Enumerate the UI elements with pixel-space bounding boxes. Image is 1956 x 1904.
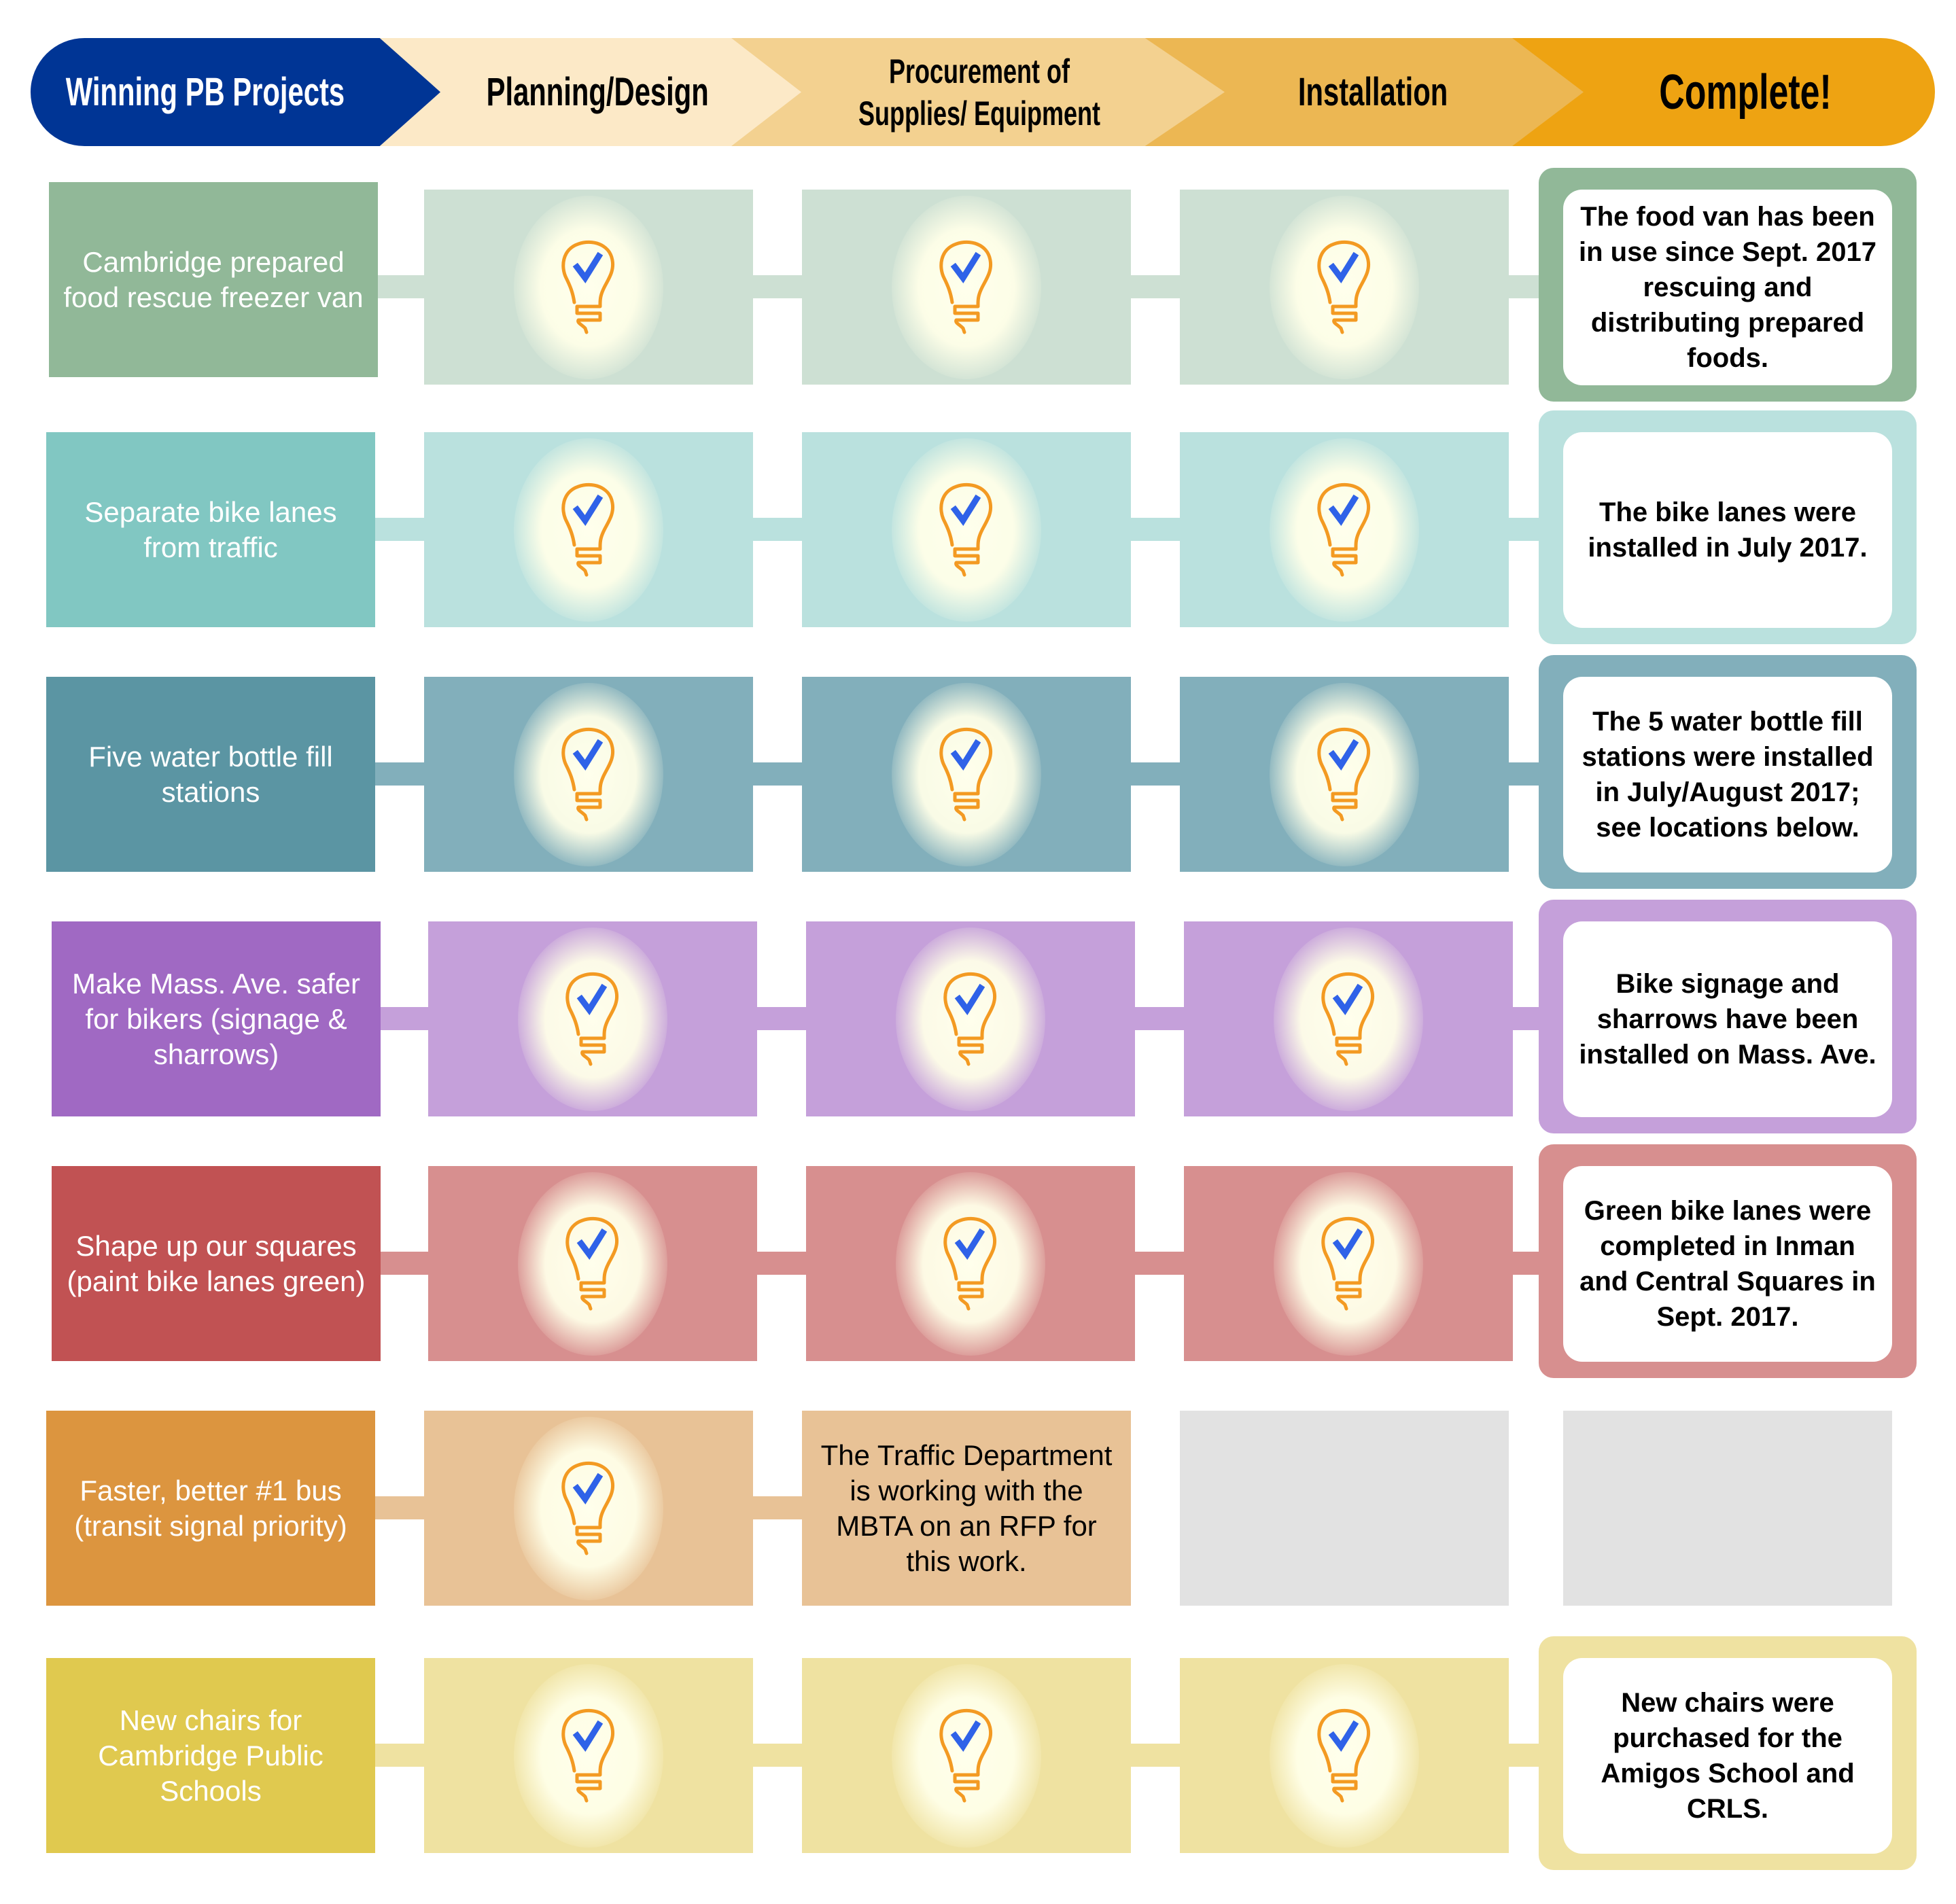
lightbulb-check-icon bbox=[1314, 727, 1375, 822]
complete-status-text: The food van has been in use since Sept.… bbox=[1579, 202, 1876, 373]
complete-card: New chairs were purchased for the Amigos… bbox=[1563, 1658, 1892, 1854]
lightbulb-check-icon bbox=[558, 1708, 619, 1803]
complete-card: The 5 water bottle fill stations were in… bbox=[1563, 677, 1892, 872]
stage-procurement-cell bbox=[806, 921, 1135, 1116]
project-name-box: Cambridge prepared food rescue freezer v… bbox=[49, 182, 378, 377]
stage-procurement-cell bbox=[802, 432, 1131, 627]
stage-planning-cell bbox=[424, 677, 753, 872]
complete-status-text: Green bike lanes were completed in Inman… bbox=[1579, 1196, 1876, 1332]
project-name-box: New chairs for Cambridge Public Schools bbox=[46, 1658, 375, 1853]
header-stage-label: Complete! bbox=[1659, 65, 1832, 120]
lightbulb-check-icon bbox=[558, 482, 619, 578]
header-stage-label: Planning/Design bbox=[486, 69, 710, 114]
header-stage-label: Procurement of Supplies/ Equipment bbox=[858, 52, 1101, 133]
header-stage-label: Installation bbox=[1297, 69, 1448, 114]
stage-header: Winning PB Projects Planning/Design Proc… bbox=[0, 38, 1956, 146]
project-name-box: Separate bike lanes from traffic bbox=[46, 432, 375, 627]
lightbulb-check-icon bbox=[1318, 972, 1379, 1067]
project-name-box: Faster, better #1 bus (transit signal pr… bbox=[46, 1411, 375, 1606]
stage-installation-cell bbox=[1184, 1166, 1513, 1361]
project-row: Separate bike lanes from traffic The bik… bbox=[0, 410, 1956, 644]
project-name-box: Five water bottle fill stations bbox=[46, 677, 375, 872]
stage-procurement-cell bbox=[802, 1658, 1131, 1853]
project-name-box: Shape up our squares (paint bike lanes g… bbox=[52, 1166, 381, 1361]
project-name: Faster, better #1 bus (transit signal pr… bbox=[74, 1474, 347, 1542]
stage-procurement-cell bbox=[802, 677, 1131, 872]
complete-status-text: The 5 water bottle fill stations were in… bbox=[1582, 707, 1874, 843]
lightbulb-check-icon bbox=[940, 972, 1001, 1067]
project-name: Cambridge prepared food rescue freezer v… bbox=[63, 245, 364, 313]
project-name: Shape up our squares (paint bike lanes g… bbox=[67, 1229, 366, 1297]
complete-card: Green bike lanes were completed in Inman… bbox=[1563, 1166, 1892, 1362]
project-row: Shape up our squares (paint bike lanes g… bbox=[0, 1144, 1956, 1378]
lightbulb-check-icon bbox=[562, 1216, 623, 1311]
header-stage-projects: Winning PB Projects bbox=[31, 38, 440, 146]
lightbulb-check-icon bbox=[936, 482, 997, 578]
lightbulb-check-icon bbox=[558, 240, 619, 335]
complete-cell: Green bike lanes were completed in Inman… bbox=[1539, 1144, 1917, 1378]
stage-planning-cell bbox=[424, 190, 753, 385]
stage-procurement-cell: The Traffic Department is working with t… bbox=[802, 1411, 1131, 1606]
lightbulb-check-icon bbox=[1314, 1708, 1375, 1803]
lightbulb-check-icon bbox=[558, 1461, 619, 1556]
project-name-box: Make Mass. Ave. safer for bikers (signag… bbox=[52, 921, 381, 1116]
project-name: New chairs for Cambridge Public Schools bbox=[98, 1704, 324, 1807]
lightbulb-check-icon bbox=[1318, 1216, 1379, 1311]
project-name: Separate bike lanes from traffic bbox=[84, 495, 337, 563]
project-row: Five water bottle fill stations The 5 wa… bbox=[0, 655, 1956, 889]
stage-planning-cell bbox=[428, 1166, 757, 1361]
stage-procurement-cell bbox=[806, 1166, 1135, 1361]
header-stage-label: Winning PB Projects bbox=[65, 69, 345, 114]
header-stage-procurement: Procurement of Supplies/ Equipment bbox=[720, 38, 1225, 146]
complete-cell-empty bbox=[1563, 1411, 1892, 1606]
project-row: Faster, better #1 bus (transit signal pr… bbox=[0, 1411, 1956, 1606]
complete-card: The bike lanes were installed in July 20… bbox=[1563, 432, 1892, 628]
stage-planning-cell bbox=[424, 1658, 753, 1853]
stage-installation-cell bbox=[1180, 1658, 1509, 1853]
stage-planning-cell bbox=[424, 1411, 753, 1606]
lightbulb-check-icon bbox=[936, 240, 997, 335]
project-row: Make Mass. Ave. safer for bikers (signag… bbox=[0, 900, 1956, 1133]
project-row: Cambridge prepared food rescue freezer v… bbox=[0, 168, 1956, 402]
complete-status-text: The bike lanes were installed in July 20… bbox=[1588, 497, 1868, 563]
lightbulb-check-icon bbox=[1314, 482, 1375, 578]
lightbulb-check-icon bbox=[936, 727, 997, 822]
project-name: Five water bottle fill stations bbox=[88, 740, 333, 808]
complete-cell: The 5 water bottle fill stations were in… bbox=[1539, 655, 1917, 889]
stage-installation-cell bbox=[1180, 677, 1509, 872]
project-name: Make Mass. Ave. safer for bikers (signag… bbox=[71, 967, 361, 1070]
lightbulb-check-icon bbox=[936, 1708, 997, 1803]
lightbulb-check-icon bbox=[1314, 240, 1375, 335]
stage-procurement-cell bbox=[802, 190, 1131, 385]
complete-cell: Bike signage and sharrows have been inst… bbox=[1539, 900, 1917, 1133]
stage-planning-cell bbox=[424, 432, 753, 627]
stage-installation-cell bbox=[1180, 432, 1509, 627]
complete-status-text: Bike signage and sharrows have been inst… bbox=[1579, 969, 1876, 1070]
lightbulb-check-icon bbox=[940, 1216, 1001, 1311]
complete-cell: The food van has been in use since Sept.… bbox=[1539, 168, 1917, 402]
stage-installation-cell-empty bbox=[1180, 1411, 1509, 1606]
lightbulb-check-icon bbox=[562, 972, 623, 1067]
lightbulb-check-icon bbox=[558, 727, 619, 822]
complete-cell: The bike lanes were installed in July 20… bbox=[1539, 410, 1917, 644]
stage-installation-cell bbox=[1184, 921, 1513, 1116]
complete-card: Bike signage and sharrows have been inst… bbox=[1563, 921, 1892, 1117]
stage-planning-cell bbox=[428, 921, 757, 1116]
complete-status-text: New chairs were purchased for the Amigos… bbox=[1601, 1688, 1855, 1824]
stage-installation-cell bbox=[1180, 190, 1509, 385]
complete-card: The food van has been in use since Sept.… bbox=[1563, 190, 1892, 385]
complete-cell: New chairs were purchased for the Amigos… bbox=[1539, 1636, 1917, 1870]
project-row: New chairs for Cambridge Public Schools … bbox=[0, 1636, 1956, 1870]
procurement-note: The Traffic Department is working with t… bbox=[820, 1439, 1113, 1577]
